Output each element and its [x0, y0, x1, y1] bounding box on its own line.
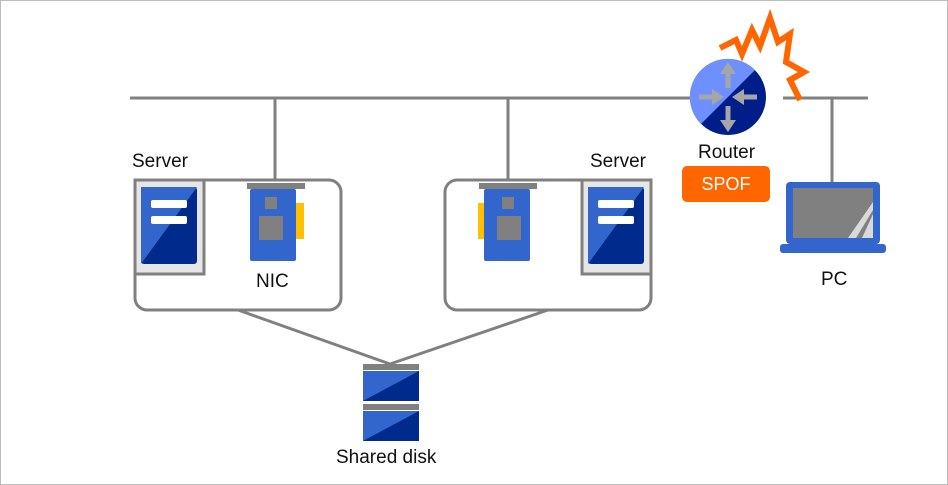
server-left-label: Server — [132, 151, 188, 172]
server-node-left — [133, 178, 343, 312]
server-right-label: Server — [590, 151, 646, 172]
laptop-icon — [780, 182, 886, 253]
shared-disk-label: Shared disk — [336, 447, 437, 468]
network-drops — [273, 98, 834, 186]
server-node-right — [443, 178, 653, 312]
server-icon — [588, 187, 644, 264]
router-label: Router — [698, 142, 756, 163]
lightning-bolt-icon — [718, 8, 811, 102]
nic-label: NIC — [256, 271, 289, 292]
server-icon — [141, 187, 197, 264]
spof-badge: SPOF — [682, 166, 770, 202]
disk-stack-icon — [363, 364, 419, 441]
disk-links — [237, 308, 549, 366]
router-icon — [689, 58, 766, 135]
network-card-icon — [478, 183, 537, 261]
network-card-icon — [247, 183, 305, 261]
pc-label: PC — [821, 269, 848, 290]
